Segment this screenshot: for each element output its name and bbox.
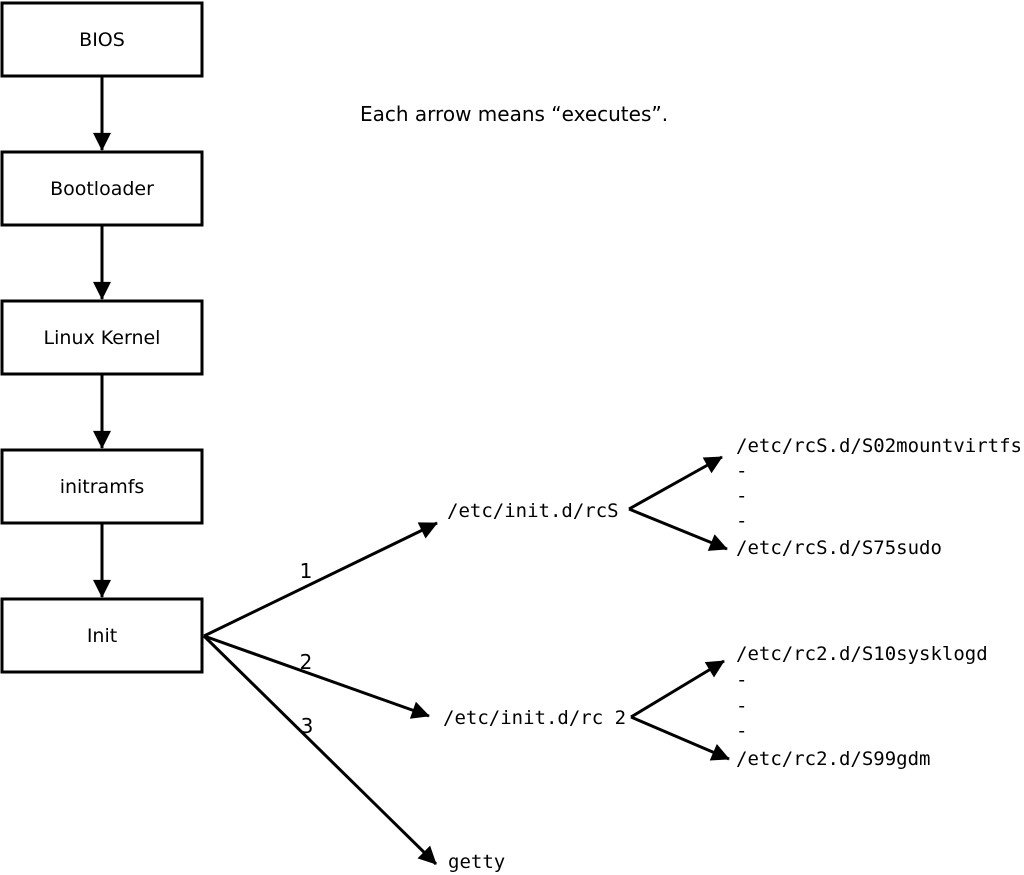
rcs-ellipsis-dash-3: -: [736, 510, 747, 532]
bootloader-label: Bootloader: [50, 178, 154, 200]
arrow-rc2-to-s10-icon: [630, 659, 725, 719]
node-init: Init: [0, 597, 204, 674]
bootloader-box: [0, 150, 204, 227]
arrow-init-to-rc2-icon: [203, 634, 430, 719]
path-getty: getty: [448, 851, 505, 873]
edge-label-3: 3: [301, 714, 314, 738]
arrow-init-to-rcs-icon: [203, 521, 438, 638]
arrow-rcs-to-s02-icon: [628, 455, 723, 511]
edge-label-1: 1: [300, 559, 313, 583]
path-rcs-s02mountvirtfs: /etc/rcS.d/S02mountvirtfs: [736, 435, 1022, 457]
path-rc2-s10sysklogd: /etc/rc2.d/S10sysklogd: [736, 643, 988, 665]
path-rc2-s99gdm: /etc/rc2.d/S99gdm: [736, 748, 930, 770]
rc2-ellipsis-dash-3: -: [736, 720, 747, 742]
edge-label-2: 2: [300, 650, 313, 674]
arrow-init-to-getty-icon: [202, 634, 438, 866]
path-rcs-s75sudo: /etc/rcS.d/S75sudo: [736, 537, 942, 559]
node-initramfs: initramfs: [0, 448, 204, 525]
initramfs-label: initramfs: [60, 476, 145, 498]
rcs-ellipsis-dash-1: -: [736, 460, 747, 482]
rcs-ellipsis-dash-2: -: [736, 485, 747, 507]
init-box: [0, 597, 204, 674]
arrow-rc2-to-s99-icon: [630, 715, 730, 761]
bios-label: BIOS: [79, 29, 125, 51]
node-linux-kernel: Linux Kernel: [0, 299, 204, 376]
rc2-ellipsis-dash-1: -: [736, 669, 747, 691]
linux-kernel-label: Linux Kernel: [44, 327, 161, 349]
path-init-d-rcs: /etc/init.d/rcS: [447, 500, 619, 522]
annotation-text: Each arrow means “executes”.: [360, 102, 668, 126]
path-init-d-rc2: /etc/init.d/rc 2: [443, 707, 626, 729]
node-bios: BIOS: [0, 1, 204, 78]
initramfs-box: [0, 448, 204, 525]
init-label: Init: [87, 625, 117, 647]
arrow-rcs-to-s75-icon: [628, 507, 728, 551]
bios-box: [0, 1, 204, 78]
rc2-ellipsis-dash-2: -: [736, 695, 747, 717]
node-bootloader: Bootloader: [0, 150, 204, 227]
